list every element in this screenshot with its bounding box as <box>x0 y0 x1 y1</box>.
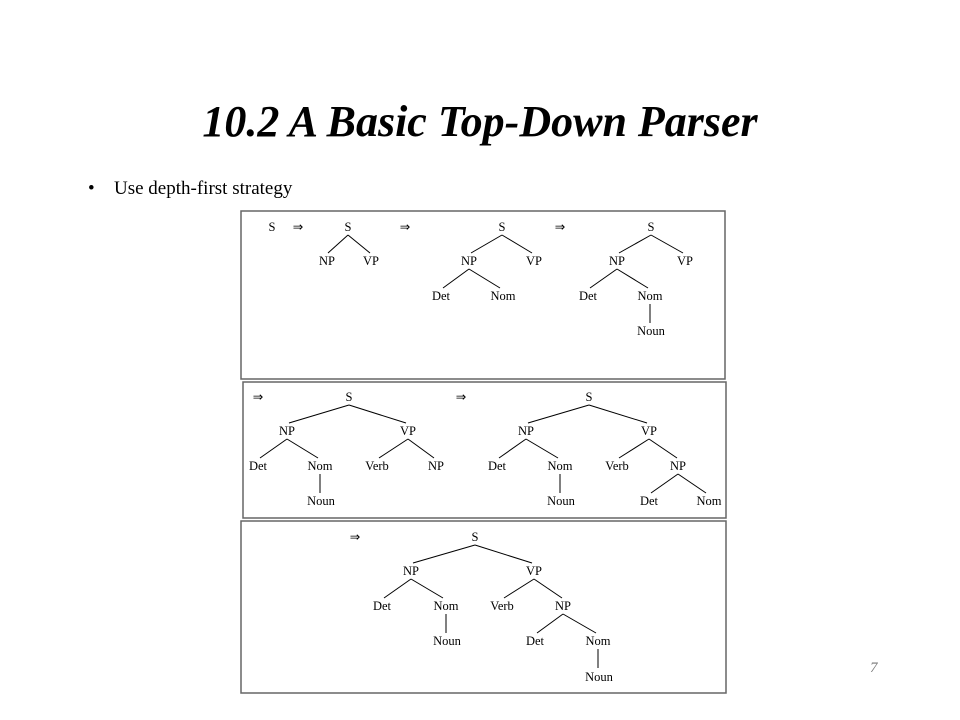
page-number: 7 <box>870 660 878 676</box>
node-s: S <box>499 220 506 234</box>
tree-edge <box>286 438 319 459</box>
node-np: NP <box>609 254 625 268</box>
tree-edge <box>650 473 679 494</box>
node-s: S <box>586 390 593 404</box>
derive-arrow: ⇒ <box>253 390 264 404</box>
bullet-marker: • <box>88 178 95 199</box>
node-det: Det <box>579 289 598 303</box>
node-verb: Verb <box>490 599 514 613</box>
node-nom: Nom <box>697 494 722 508</box>
node-noun: Noun <box>637 324 666 338</box>
node-s: S <box>648 220 655 234</box>
bullet-text: Use depth-first strategy <box>114 178 293 199</box>
node-nom: Nom <box>491 289 516 303</box>
node-vp: VP <box>526 254 542 268</box>
derive-arrow: ⇒ <box>350 530 361 544</box>
tree-edge <box>525 438 559 459</box>
node-nom: Nom <box>638 289 663 303</box>
node-nom: Nom <box>586 634 611 648</box>
node-nom: Nom <box>308 459 333 473</box>
panel-3-frame <box>240 520 727 694</box>
node-np: NP <box>279 424 295 438</box>
node-det: Det <box>640 494 659 508</box>
tree-edge <box>410 578 444 599</box>
panel-1: S ⇒ S NP VP ⇒ S NP VP Det Nom ⇒ S NP VP … <box>240 210 726 380</box>
node-s: S <box>346 390 353 404</box>
node-vp: VP <box>363 254 379 268</box>
tree-edge <box>259 438 288 459</box>
tree-edge <box>288 404 350 424</box>
node-noun: Noun <box>433 634 462 648</box>
slide-title: 10.2 A Basic Top-Down Parser <box>202 97 758 146</box>
tree-edge <box>616 268 649 289</box>
tree-edge <box>348 404 407 424</box>
derive-arrow: ⇒ <box>400 220 411 234</box>
node-vp: VP <box>526 564 542 578</box>
tree-edge <box>498 438 527 459</box>
tree-edge <box>588 404 648 424</box>
tree-edge <box>648 438 678 459</box>
node-s: S <box>345 220 352 234</box>
bullet-item: • Use depth-first strategy <box>88 178 292 200</box>
node-det: Det <box>249 459 268 473</box>
node-np: NP <box>319 254 335 268</box>
tree-edge <box>474 544 533 564</box>
node-nom: Nom <box>548 459 573 473</box>
node-verb: Verb <box>365 459 389 473</box>
tree-edge <box>589 268 618 289</box>
tree-edge <box>618 234 652 254</box>
tree-edge <box>407 438 435 459</box>
tree-edge <box>533 578 563 599</box>
node-np: NP <box>403 564 419 578</box>
tree-edge <box>501 234 533 254</box>
node-nom: Nom <box>434 599 459 613</box>
node-np: NP <box>670 459 686 473</box>
derive-arrow: ⇒ <box>555 220 566 234</box>
node-vp: VP <box>641 424 657 438</box>
node-vp: VP <box>400 424 416 438</box>
node-noun: Noun <box>585 670 614 684</box>
node-det: Det <box>432 289 451 303</box>
tree-edge <box>468 268 501 289</box>
tree-edge <box>327 234 349 254</box>
node-np: NP <box>428 459 444 473</box>
panel-2: ⇒ S NP VP Det Nom Noun Verb NP ⇒ S NP VP… <box>242 381 727 519</box>
tree-edge <box>677 473 707 494</box>
tree-edge <box>412 544 476 564</box>
tree-edge <box>618 438 650 459</box>
node-det: Det <box>488 459 507 473</box>
tree-edge <box>527 404 590 424</box>
node-vp: VP <box>677 254 693 268</box>
tree-edge <box>470 234 503 254</box>
node-np: NP <box>555 599 571 613</box>
panel-3: ⇒ S NP VP Det Nom Noun Verb NP Det Nom N… <box>240 520 727 694</box>
node-s: S <box>472 530 479 544</box>
node-np: NP <box>518 424 534 438</box>
tree-edge <box>378 438 409 459</box>
derive-arrow: ⇒ <box>293 220 304 234</box>
node-det: Det <box>373 599 392 613</box>
tree-edge <box>383 578 412 599</box>
node-noun: Noun <box>547 494 576 508</box>
tree-edge <box>347 234 371 254</box>
node-s: S <box>269 220 276 234</box>
tree-edge <box>536 613 564 634</box>
panel-2-frame <box>242 381 727 519</box>
node-verb: Verb <box>605 459 629 473</box>
tree-edge <box>650 234 684 254</box>
node-det: Det <box>526 634 545 648</box>
node-np: NP <box>461 254 477 268</box>
node-noun: Noun <box>307 494 336 508</box>
tree-edge <box>503 578 535 599</box>
derive-arrow: ⇒ <box>456 390 467 404</box>
tree-edge <box>562 613 597 634</box>
tree-edge <box>442 268 470 289</box>
